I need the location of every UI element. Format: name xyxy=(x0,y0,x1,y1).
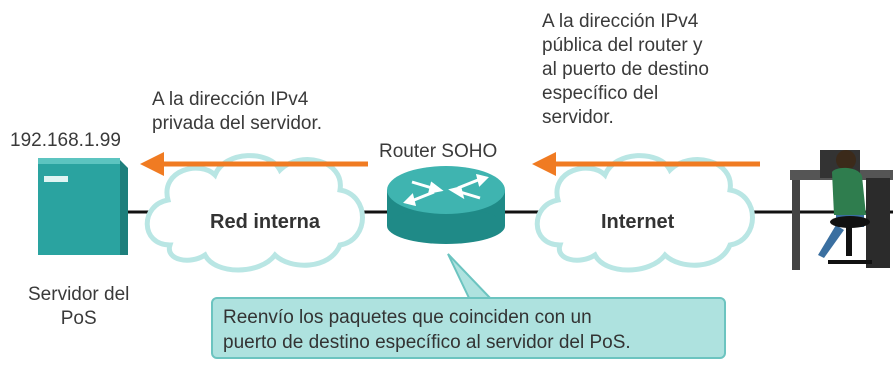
server-ip-label: 192.168.1.99 xyxy=(10,130,121,151)
private-address-note: A la dirección IPv4 privada del servidor… xyxy=(152,89,323,134)
forwarding-callout: Reenvío los paquetes que coinciden con u… xyxy=(211,297,726,359)
server-icon xyxy=(38,158,128,255)
cloud-label-internet: Internet xyxy=(601,211,675,233)
cloud-label-internal: Red interna xyxy=(210,211,321,233)
arrow-to-server xyxy=(140,152,368,176)
router-label: Router SOHO xyxy=(379,141,498,162)
internal-network-cloud xyxy=(144,153,365,273)
callout-pointer xyxy=(447,253,495,301)
server-label: Servidor del PoS xyxy=(28,284,130,329)
internet-cloud xyxy=(534,153,755,273)
router-icon xyxy=(387,166,505,244)
user-workstation-icon xyxy=(790,150,893,270)
arrow-to-router xyxy=(532,152,760,176)
public-address-note: A la dirección IPv4 pública del router y… xyxy=(542,11,709,128)
